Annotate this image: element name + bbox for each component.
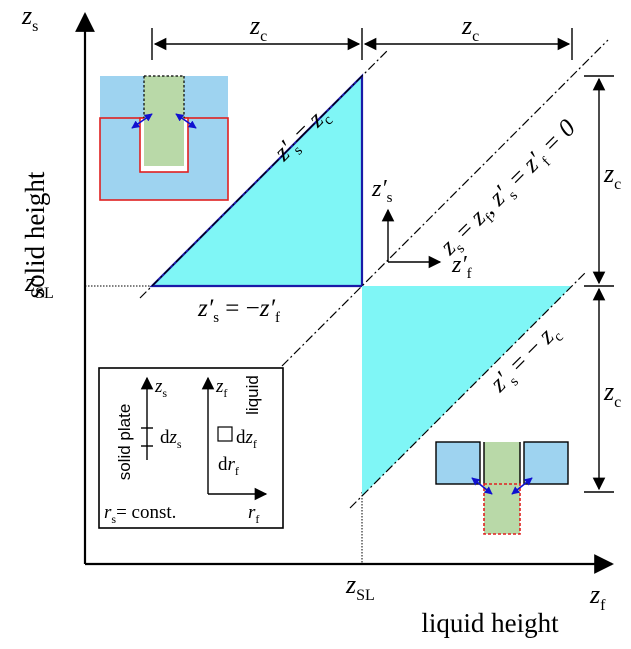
legend-volume-element [217, 426, 233, 442]
local-axis-horizontal-label: z′f [451, 252, 472, 282]
legend-zf: zf [215, 376, 227, 400]
dimension-right [584, 75, 614, 493]
legend-rs-const: rs= const. [104, 502, 176, 526]
line-lower-diagonal [349, 271, 587, 509]
legend-box: solid plate zs dzs zf liquid dzf drf rf … [98, 367, 284, 529]
legend-liquid: liquid [243, 375, 262, 415]
x-axis-label: liquid height [421, 608, 559, 638]
y-axis-label: solid height [20, 171, 50, 298]
dimension-top [151, 28, 573, 60]
inset-upper [99, 75, 229, 201]
label-middle-diagonal: zs = zf, z′s = z′f = 0 [434, 114, 584, 264]
legend-solid-plate: solid plate [115, 404, 134, 481]
y-tick-zsl: zSL [24, 268, 54, 302]
line-upper-diagonal [139, 49, 389, 299]
dim-top-right-label: zc [461, 11, 479, 45]
legend-dzs: dzs [160, 427, 182, 451]
x-tick-zsl: zSL [345, 570, 375, 604]
dim-right-lower-label: zc [603, 377, 621, 411]
dim-right-upper-label: zc [603, 159, 621, 193]
legend-rf: rf [248, 502, 259, 526]
inset-lower [435, 441, 569, 535]
legend-dzf: dzf [236, 427, 257, 451]
x-axis-symbol: zf [589, 580, 606, 614]
legend-drf: drf [218, 454, 239, 478]
local-axis-vertical-label: z′s [371, 176, 393, 206]
dim-top-left-label: zc [249, 11, 267, 45]
y-axis-symbol: zs [21, 1, 38, 35]
legend-zs: zs [154, 376, 167, 400]
line-middle-diagonal [281, 39, 609, 367]
label-horizontal-edge: z′s = −z′f [197, 295, 280, 326]
